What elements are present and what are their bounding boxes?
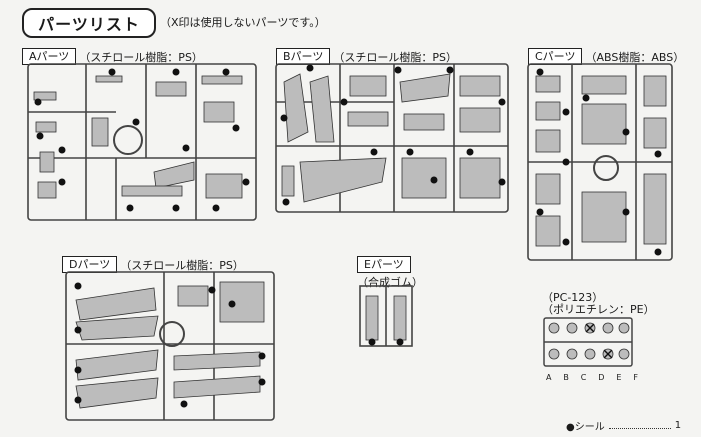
parts-e-label: Eパーツ （合成ゴム） (357, 256, 423, 290)
sprue-a-diagram (27, 63, 257, 221)
parts-pc-code: （PC-123） (542, 291, 604, 304)
sprue-pc-diagram (543, 317, 633, 367)
page-title: パーツリスト (22, 8, 156, 38)
parts-b-material: （スチロール樹脂：PS） (333, 50, 457, 64)
parts-c-tag: Cパーツ (528, 48, 583, 65)
parts-d-material: （スチロール樹脂：PS） (120, 258, 244, 272)
pc-markers: A B C D E F (546, 373, 638, 382)
parts-c-label: Cパーツ （ABS樹脂：ABS） (528, 48, 684, 65)
pc-marker-c: C (580, 373, 587, 382)
parts-c-material: （ABS樹脂：ABS） (585, 50, 685, 64)
sprue-b-diagram (275, 63, 509, 213)
parts-b-label: Bパーツ （スチロール樹脂：PS） (276, 48, 457, 65)
footer-dots (608, 422, 671, 429)
pc-marker-f: F (633, 373, 638, 382)
parts-a-label: Aパーツ （スチロール樹脂：PS） (22, 48, 203, 65)
footer-sticker-page: 1 (674, 420, 682, 431)
parts-d-label: Dパーツ （スチロール樹脂：PS） (62, 256, 244, 273)
sprue-e-diagram (359, 285, 413, 347)
sprue-d-diagram (65, 271, 275, 421)
footer-sticker: ●シール 1 (566, 418, 681, 433)
parts-pc-material: （ポリエチレン：PE） (542, 303, 655, 316)
parts-e-tag: Eパーツ (357, 256, 411, 273)
unused-parts-note: （X印は使用しないパーツです。） (160, 16, 326, 29)
pc-marker-b: B (563, 373, 569, 382)
parts-pc-label: （PC-123） （ポリエチレン：PE） (542, 292, 655, 316)
pc-marker-e: E (616, 373, 622, 382)
footer-sticker-label: ●シール (566, 422, 605, 433)
page-title-text: パーツリスト (38, 15, 140, 34)
parts-a-material: （スチロール樹脂：PS） (79, 50, 203, 64)
pc-marker-a: A (546, 373, 552, 382)
sprue-c-diagram (527, 63, 673, 261)
pc-marker-d: D (598, 373, 605, 382)
